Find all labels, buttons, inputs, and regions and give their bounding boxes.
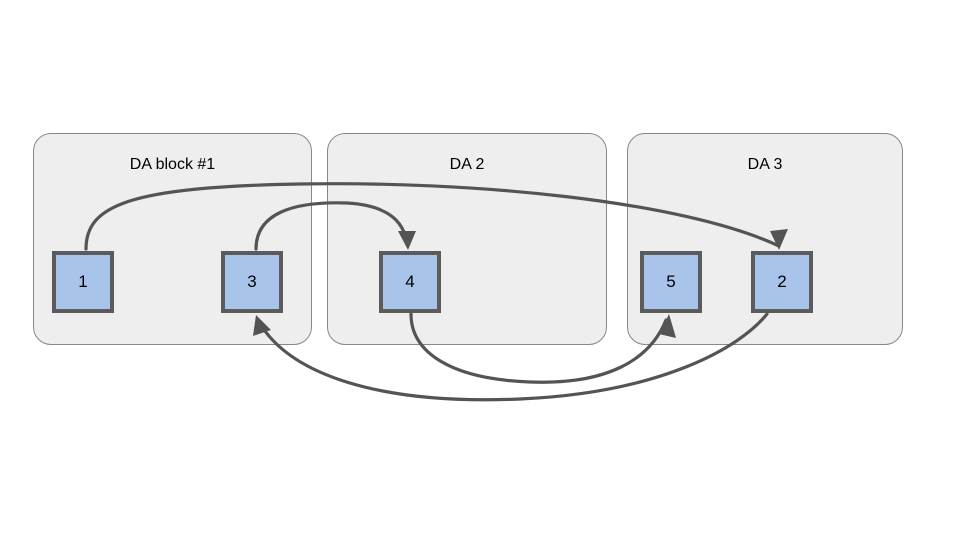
da-block-2-title: DA 2	[449, 156, 485, 173]
da-block-3-title: DA 3	[747, 156, 783, 173]
node-4[interactable]: 4	[379, 251, 441, 313]
node-5[interactable]: 5	[640, 251, 702, 313]
node-3[interactable]: 3	[221, 251, 283, 313]
node-5-label: 5	[666, 272, 676, 291]
node-4-label: 4	[405, 272, 415, 291]
node-3-label: 3	[247, 272, 257, 291]
da-block-2[interactable]: DA 2	[327, 133, 607, 345]
node-1[interactable]: 1	[52, 251, 114, 313]
da-block-1-title: DA block #1	[129, 156, 216, 173]
da-block-3[interactable]: DA 3	[627, 133, 903, 345]
node-2-label: 2	[777, 272, 787, 291]
da-block-1[interactable]: DA block #1	[33, 133, 312, 345]
node-1-label: 1	[78, 272, 88, 291]
node-2[interactable]: 2	[751, 251, 813, 313]
